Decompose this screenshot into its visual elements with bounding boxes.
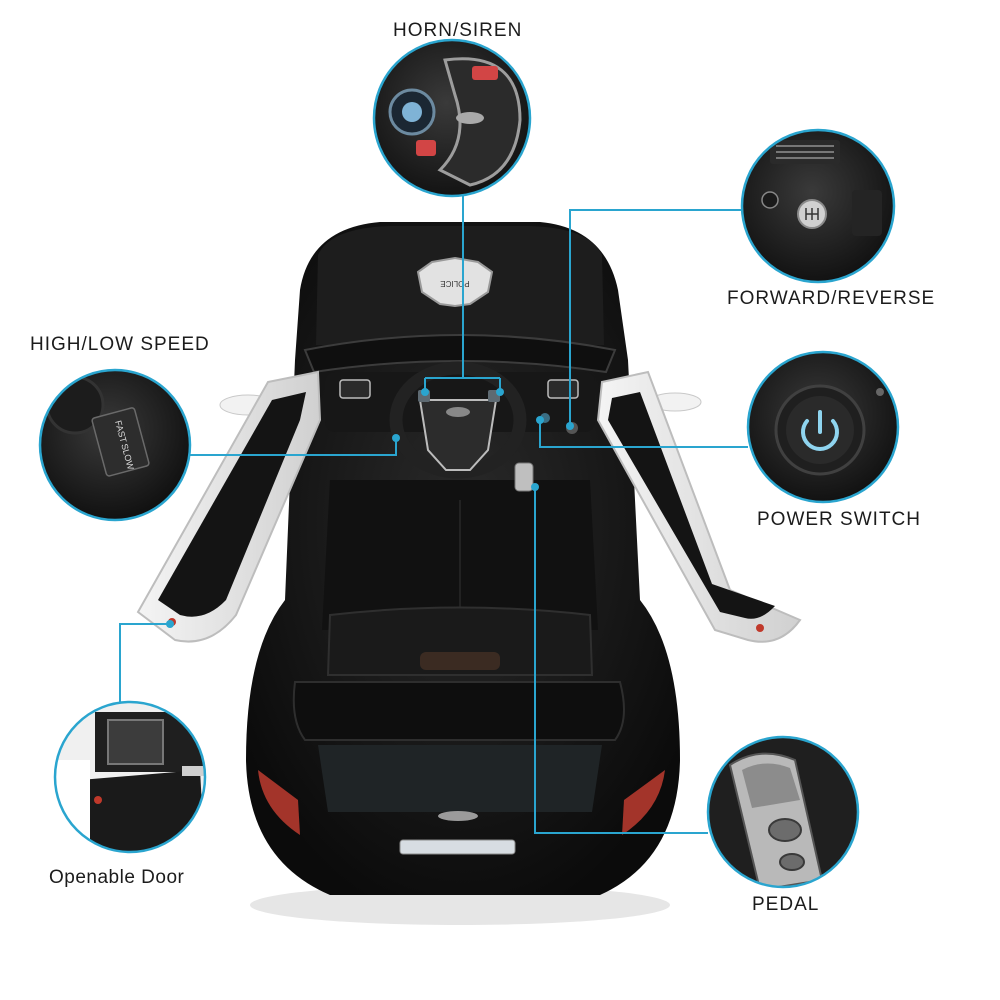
horn-siren-label: HORN/SIREN — [393, 20, 523, 41]
pedal-detail-circle — [706, 735, 860, 889]
openable-door-label: Openable Door — [49, 867, 185, 888]
pedal-icon — [728, 752, 824, 887]
forward-reverse-label: FORWARD/REVERSE — [727, 288, 936, 309]
badge-text: POLICE — [440, 279, 469, 288]
callout-dots — [166, 388, 574, 628]
steering-wheel-icon — [389, 361, 527, 479]
ride-on-car: POLICE — [136, 222, 802, 925]
high-low-speed-label: HIGH/LOW SPEED — [30, 334, 210, 355]
power-switch-detail-circle — [746, 350, 900, 504]
police-badge-icon: POLICE — [416, 256, 494, 308]
gear-knob-icon — [797, 199, 827, 229]
power-switch-label: POWER SWITCH — [757, 509, 921, 530]
horn-detail-circle — [372, 38, 532, 198]
openable-door-detail-circle — [53, 700, 207, 854]
callout-lines — [119, 196, 748, 834]
power-icon — [801, 410, 839, 451]
forward-reverse-detail-circle — [740, 128, 896, 284]
pedal-label: PEDAL — [752, 894, 820, 915]
high-low-speed-detail-circle: FAST SLOW — [38, 368, 192, 522]
